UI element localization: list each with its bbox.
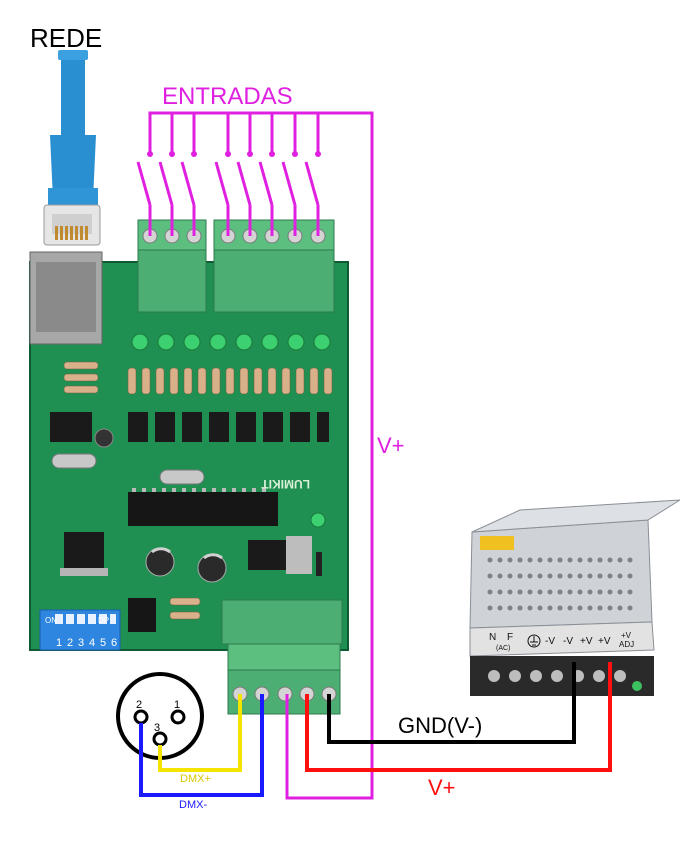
input-wiring [148, 111, 374, 800]
gnd-wire [327, 662, 576, 744]
vplus-right-label: V+ [377, 433, 405, 458]
power-supply [469, 499, 681, 696]
psu-ground-icon [527, 634, 541, 648]
psu-label-vpos-2: +V [598, 636, 611, 647]
dip-number-6: 6 [111, 637, 117, 649]
pcb-board: LUMIKIT ON D [29, 251, 349, 651]
vplus-wire [305, 662, 612, 772]
dip-number-4: 4 [89, 637, 95, 649]
psu-label-f: F [507, 632, 513, 643]
input-leds [131, 333, 331, 351]
xlr-pin-3: 3 [154, 722, 160, 734]
dmx-minus-label: DMX- [179, 799, 207, 811]
output-terminal-block [221, 599, 343, 715]
resistor-array [63, 361, 333, 395]
input-terminal-blocks [137, 219, 335, 313]
psu-label-n: N [489, 632, 496, 643]
psu-label-vadj: +V ADJ [619, 631, 634, 649]
dip-number-5: 5 [100, 637, 106, 649]
dmx-plus-wire [158, 694, 242, 772]
network-label: REDE [30, 23, 102, 53]
switch-contact-dots [147, 151, 321, 157]
network-cable [43, 50, 101, 246]
psu-label-vadj-line1: +V [621, 631, 632, 640]
xlr-pin-1: 1 [174, 699, 180, 711]
psu-label-vneg-2: -V [563, 636, 573, 647]
ethernet-ic [50, 412, 92, 442]
capacitors [145, 547, 227, 583]
microcontroller [128, 492, 278, 526]
inputs-label: ENTRADAS [162, 83, 293, 110]
dip-dp-label: DP [98, 616, 109, 625]
psu-label-ac: (AC) [496, 645, 510, 652]
dip-number-3: 3 [78, 637, 84, 649]
vplus-bottom-label: V+ [428, 775, 456, 800]
dmx-driver-ic [128, 598, 156, 632]
dip-switch: ON DP 1 2 3 4 5 6 [39, 609, 121, 651]
xlr-pin-2: 2 [136, 699, 142, 711]
psu-label-vadj-line2: ADJ [619, 640, 634, 649]
dmx-minus-wire [139, 694, 264, 797]
voltage-regulators [60, 532, 312, 576]
input-switches [136, 161, 320, 236]
psu-label-vneg-1: -V [545, 636, 555, 647]
psu-terminal-labels: N F (AC) -V -V +V +V +V ADJ [489, 631, 634, 652]
psu-label-vpos-1: +V [580, 636, 593, 647]
crystal [51, 453, 97, 469]
dip-on-label: ON [45, 616, 57, 625]
gnd-label: GND(V-) [398, 713, 482, 738]
dip-number-1: 1 [56, 637, 62, 649]
dmx-plus-label: DMX+ [180, 773, 211, 785]
optocouplers [128, 412, 329, 442]
dip-number-2: 2 [67, 637, 73, 649]
board-brand: LUMIKIT [261, 477, 310, 491]
